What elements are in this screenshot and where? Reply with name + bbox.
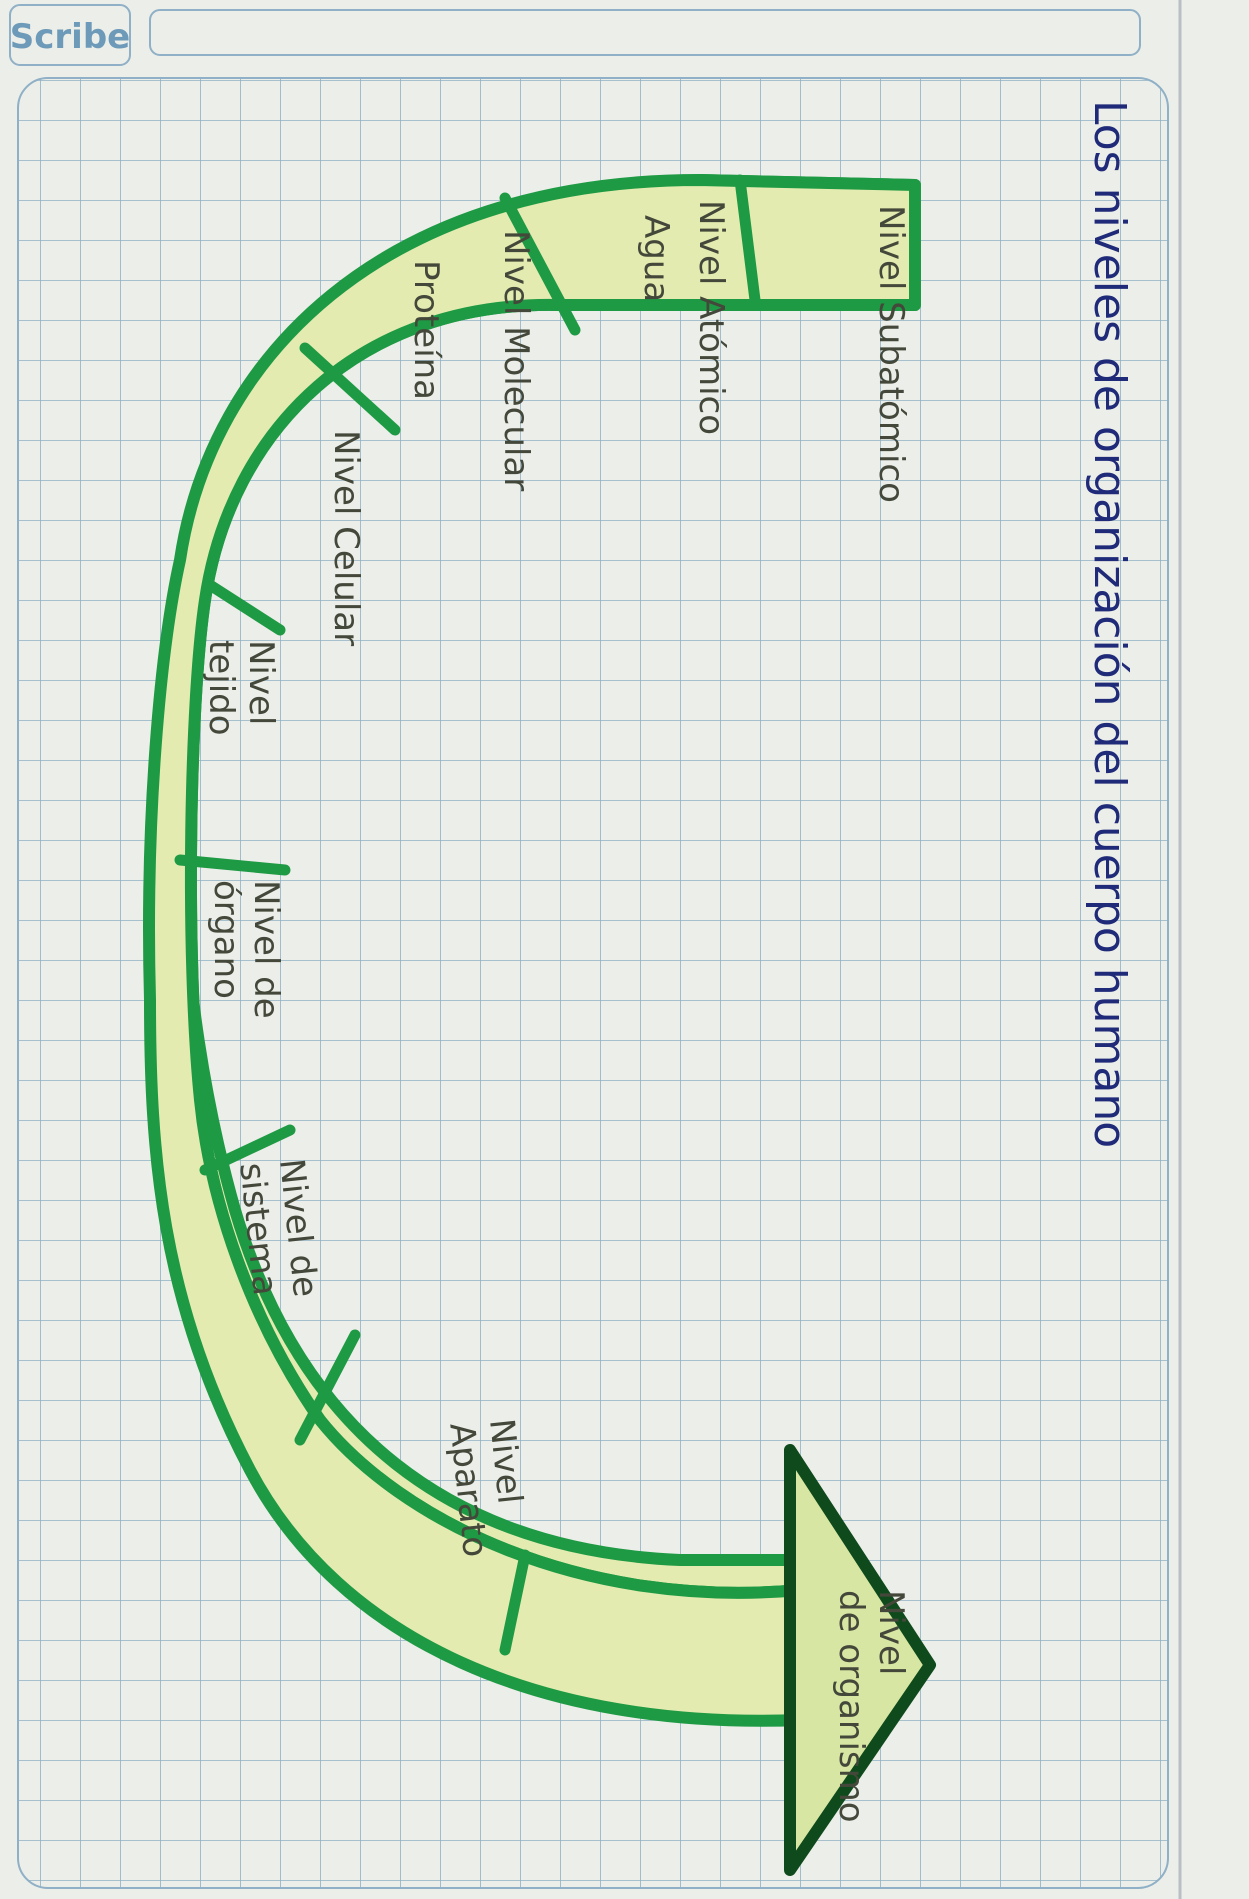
- level-label-line: Nivel Molecular: [496, 230, 536, 491]
- level-label-line: Proteína: [406, 260, 446, 400]
- level-label-line: Agua: [636, 215, 676, 302]
- level-label-celular: Nivel Celular: [326, 430, 366, 646]
- brand-logo: Scribe: [10, 17, 130, 57]
- level-label-line: Nivel: [871, 1590, 911, 1675]
- level-label-line: de organismo: [831, 1590, 871, 1823]
- level-label-line: Nivel Subatómico: [871, 205, 911, 503]
- level-label-subatomico: Nivel Subatómico: [871, 205, 911, 503]
- level-label-proteina: Proteína: [406, 260, 446, 400]
- page-title: Los niveles de organización del cuerpo h…: [1084, 100, 1135, 1148]
- level-label-line: órgano: [206, 880, 246, 999]
- level-label-atomico: Nivel Atómico: [691, 200, 731, 435]
- level-label-line: Nivel: [241, 640, 281, 725]
- level-label-line: Nivel Celular: [326, 430, 366, 646]
- level-label-molecular: Nivel Molecular: [496, 230, 536, 491]
- level-label-organo: Nivel deórgano: [206, 880, 286, 1019]
- level-label-line: Nivel de: [246, 880, 286, 1019]
- level-label-line: tejido: [201, 640, 241, 736]
- level-label-line: Nivel Atómico: [691, 200, 731, 435]
- level-label-tejido: Niveltejido: [201, 640, 281, 736]
- level-label-sistema: Nivel desistema: [231, 1157, 325, 1303]
- level-label-agua: Agua: [636, 215, 676, 302]
